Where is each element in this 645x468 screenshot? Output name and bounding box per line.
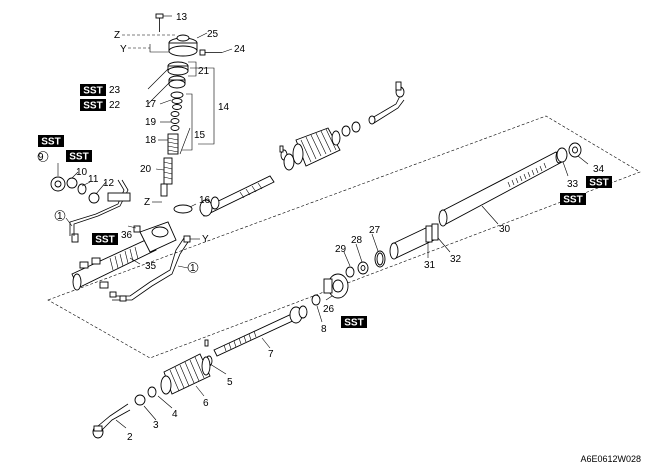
label-25: 25	[207, 29, 219, 40]
label-20: 20	[140, 164, 152, 175]
left-bushings	[50, 176, 131, 204]
upper-rack	[199, 81, 405, 217]
power-cylinder-tube	[323, 142, 582, 299]
view-y-mid: Y	[202, 234, 209, 245]
svg-text:SST: SST	[83, 86, 102, 97]
label-17: 17	[145, 99, 157, 110]
label-33: 33	[567, 179, 579, 190]
sst-badge-10: SST	[66, 150, 92, 163]
label-14: 14	[218, 102, 230, 113]
label-23: 23	[109, 85, 121, 96]
view-z-top: Z	[114, 30, 120, 41]
label-9: 9	[38, 152, 44, 163]
leader-lines	[57, 99, 589, 429]
svg-text:SST: SST	[41, 137, 60, 148]
label-8: 8	[321, 324, 327, 335]
label-36: 36	[121, 230, 133, 241]
view-z-mid: Z	[144, 197, 150, 208]
sst-badge-33: SST	[560, 193, 586, 206]
label-32: 32	[450, 254, 462, 265]
label-18: 18	[145, 135, 157, 146]
sst-badge-36: SST	[92, 233, 118, 246]
label-5: 5	[227, 377, 233, 388]
lower-rack	[213, 294, 321, 357]
label-10: 10	[76, 167, 88, 178]
sst-badge-26: SST	[341, 316, 367, 329]
view-y-top: Y	[120, 44, 127, 55]
label-27: 27	[369, 225, 381, 236]
sst-badge-9: SST	[38, 135, 64, 148]
svg-text:SST: SST	[563, 195, 582, 206]
label-7: 7	[268, 349, 274, 360]
label-28: 28	[351, 235, 363, 246]
label-1b: 1	[190, 263, 196, 274]
label-24: 24	[234, 44, 246, 55]
sst-badge-34: SST	[586, 176, 612, 189]
part-labels: 9 10 11 12 1 36 35 1 16 20 18 19 17 23 2…	[37, 12, 605, 443]
label-29: 29	[335, 244, 347, 255]
gear-housing	[69, 179, 193, 302]
view-markers: Z Y Z Y	[114, 30, 209, 245]
label-35: 35	[145, 261, 157, 272]
sst-badge-23: SST	[80, 84, 106, 97]
label-19: 19	[145, 117, 157, 128]
label-2: 2	[127, 432, 133, 443]
label-26: 26	[323, 304, 335, 315]
label-34: 34	[593, 164, 605, 175]
label-12: 12	[103, 178, 115, 189]
svg-text:SST: SST	[344, 318, 363, 329]
sst-badge-22: SST	[80, 99, 106, 112]
label-1a: 1	[57, 211, 63, 222]
figure-reference-code: A6E0612W028	[580, 454, 641, 464]
upper-pinion-stack	[122, 13, 233, 197]
lower-boot-and-tie-rod	[92, 339, 213, 439]
assembly-boundary	[47, 115, 641, 359]
sst-badges: SST SST SST SST SST SST SST SST	[38, 84, 612, 329]
label-16: 16	[199, 195, 211, 206]
svg-text:SST: SST	[83, 101, 102, 112]
svg-text:SST: SST	[95, 235, 114, 246]
label-11: 11	[88, 174, 99, 185]
svg-text:SST: SST	[69, 152, 88, 163]
label-6: 6	[203, 398, 209, 409]
svg-text:SST: SST	[589, 178, 608, 189]
label-31: 31	[424, 260, 436, 271]
label-13: 13	[176, 12, 188, 23]
label-30: 30	[499, 224, 511, 235]
label-3: 3	[153, 420, 159, 431]
label-4: 4	[172, 409, 178, 420]
label-22: 22	[109, 100, 121, 111]
label-21: 21	[198, 66, 210, 77]
label-15: 15	[194, 130, 206, 141]
